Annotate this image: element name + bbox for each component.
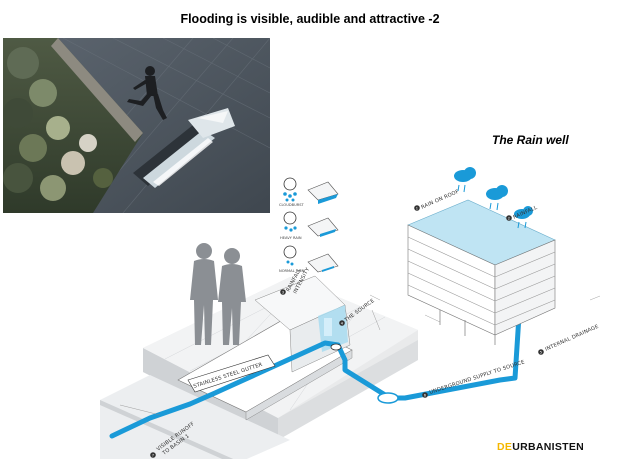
de-urbanisten-logo: DEURBANISTEN: [497, 441, 584, 453]
label-normal-rain: NORMAL RAIN: [279, 269, 305, 273]
dimension-lines: [119, 294, 601, 416]
logo-prefix: DE: [497, 441, 513, 453]
rain-well-photo: [3, 38, 270, 213]
step-marker-internal-drainage: 5 INTERNAL DRAINAGE: [538, 324, 600, 355]
office-building: [407, 199, 556, 345]
lower-pavement: [100, 375, 290, 459]
page-title: Flooding is visible, audible and attract…: [180, 12, 440, 26]
step-number: 2: [508, 216, 510, 220]
step-number: 5: [540, 350, 542, 354]
step-number: 1: [416, 206, 418, 210]
rain-clouds: [454, 167, 533, 229]
label-internal-drainage: INTERNAL DRAINAGE: [544, 324, 599, 353]
diagram-subtitle: The Rain well: [492, 133, 569, 147]
rainfall-intensity-icons: [283, 177, 339, 273]
buffer-tank: [377, 392, 399, 404]
step-number: 3: [282, 290, 284, 294]
step-number: 7: [152, 453, 154, 457]
source-outlet: [330, 343, 342, 351]
people-silhouettes: [190, 243, 246, 345]
step-number: 6: [424, 393, 427, 397]
logo-name: URBANISTEN: [512, 441, 585, 453]
label-cloudburst: CLOUDBURST: [279, 203, 304, 207]
step-number: 4: [341, 321, 344, 325]
label-heavy-rain: HEAVY RAIN: [280, 236, 302, 240]
